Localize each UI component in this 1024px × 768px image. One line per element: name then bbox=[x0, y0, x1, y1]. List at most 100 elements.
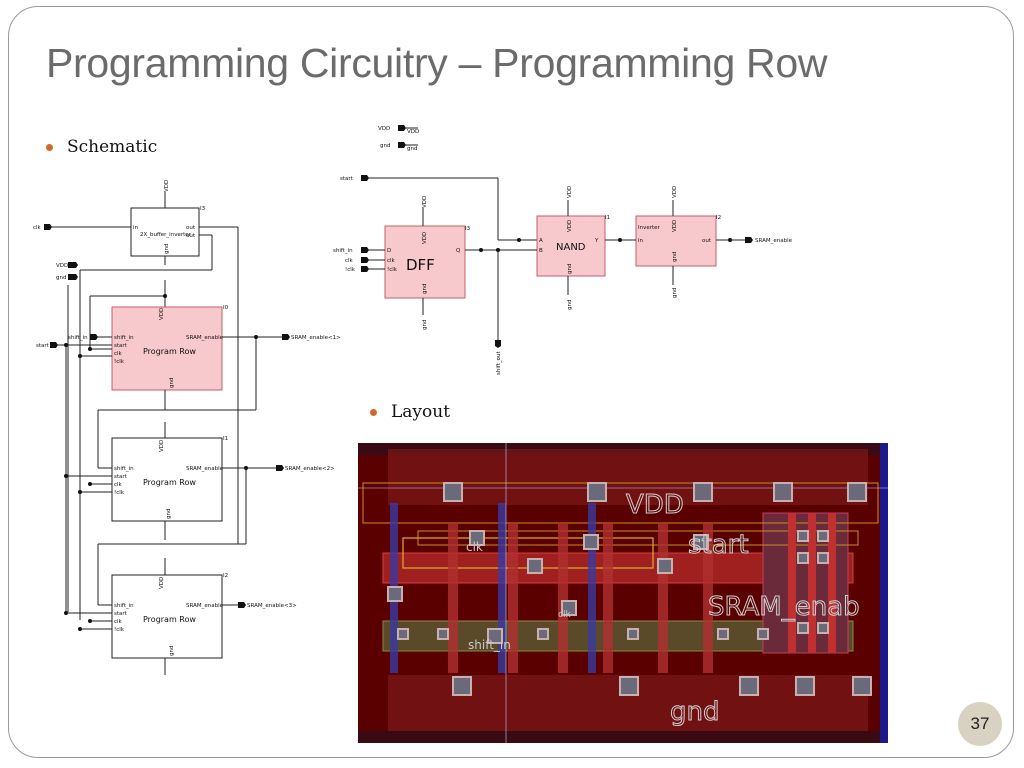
dff-inst: I3 bbox=[465, 226, 471, 232]
nand-block bbox=[536, 215, 606, 277]
start-pin-label: start bbox=[36, 343, 50, 349]
row1-port-shift-in: shift_in bbox=[114, 335, 134, 341]
inverter-port-in: in bbox=[638, 238, 644, 244]
sram-enable-output: SRAM_enable bbox=[755, 238, 793, 244]
nand-port-y: Y bbox=[594, 238, 599, 244]
layout-label-start: start bbox=[688, 530, 749, 560]
shift-out-label: shift_out bbox=[496, 351, 502, 375]
buffer-in-port: in bbox=[133, 225, 139, 231]
layout-view: VDD start SRAM_enab gnd clk shift_in clk bbox=[358, 443, 888, 743]
row3-port-shift-in: shift_in bbox=[114, 603, 134, 609]
dff-label: DFF bbox=[406, 256, 435, 274]
gnd-supply-label: gnd bbox=[380, 143, 390, 149]
buffer-out-port: out bbox=[186, 225, 196, 231]
row1-inst: I0 bbox=[223, 305, 229, 311]
bullet-schematic: Schematic bbox=[46, 137, 157, 157]
inverter-port-out: out bbox=[702, 238, 712, 244]
inverter-block bbox=[635, 215, 717, 267]
nand-port-a: A bbox=[539, 238, 543, 244]
program-row-block-3 bbox=[111, 574, 223, 659]
dff-vdd-net: VDD bbox=[422, 196, 428, 208]
vdd-supply-label: VDD bbox=[56, 263, 68, 269]
row1-port-clk: clk bbox=[114, 351, 123, 357]
nand-vdd-port: VDD bbox=[567, 220, 573, 232]
program-row-block-1 bbox=[111, 306, 223, 391]
row3-port-start: start bbox=[114, 611, 128, 617]
layout-label-sram: SRAM_enab bbox=[708, 592, 860, 622]
inverter-gnd-port: gnd bbox=[672, 252, 678, 262]
inverter-label: Inverter bbox=[638, 225, 661, 231]
row1-port-start: start bbox=[114, 343, 128, 349]
vdd-supply-label: VDD bbox=[378, 126, 390, 132]
dff-pin-shift-in: shift_in bbox=[333, 248, 353, 254]
bullet-dot bbox=[370, 408, 377, 416]
dff-pin-clk: clk bbox=[345, 258, 354, 264]
row2-name: Program Row bbox=[143, 478, 196, 487]
row3-inst: I2 bbox=[223, 573, 228, 579]
row1-gnd: gnd bbox=[169, 378, 175, 388]
row2-gnd: gnd bbox=[166, 509, 172, 519]
gnd-net-label: gnd bbox=[407, 146, 417, 152]
buffer-outb-port: out bbox=[186, 233, 196, 239]
row2-port-out: SRAM_enable bbox=[186, 466, 224, 472]
buffer-name: 2X_buffer_inverter bbox=[140, 232, 192, 238]
nand-label: NAND bbox=[556, 242, 586, 253]
inverter-vdd-port: VDD bbox=[672, 220, 678, 232]
layout-label-shift-in: shift_in bbox=[468, 638, 511, 652]
dff-port-nclk: !clk bbox=[387, 267, 398, 273]
row3-port-nclk: !clk bbox=[114, 627, 125, 633]
row2-port-clk: clk bbox=[114, 482, 123, 488]
dff-vdd-port: VDD bbox=[422, 232, 428, 244]
dff-pin-nclk: !clk bbox=[345, 267, 356, 273]
buffer-vdd: VDD bbox=[164, 180, 170, 192]
dff-gnd-net: gnd bbox=[422, 320, 428, 330]
row1-port-nclk: !clk bbox=[114, 359, 125, 365]
layout-label-gnd: gnd bbox=[670, 697, 720, 727]
row3-name: Program Row bbox=[143, 615, 196, 624]
nand-port-b: B bbox=[539, 248, 543, 254]
layout-label-clk: clk bbox=[466, 540, 483, 554]
buffer-inst: I3 bbox=[200, 206, 206, 212]
layout-label-clk2: clk bbox=[558, 610, 571, 620]
nand-gnd-port: gnd bbox=[567, 264, 573, 274]
nand-gnd-net: gnd bbox=[567, 300, 573, 310]
row2-vdd: VDD bbox=[159, 440, 165, 452]
dff-port-q: Q bbox=[456, 248, 461, 254]
dff-port-clk: clk bbox=[387, 258, 396, 264]
row1-shift-in-label: shift_in bbox=[68, 335, 88, 341]
inverter-inst: I2 bbox=[716, 215, 721, 221]
row2-port-nclk: !clk bbox=[114, 490, 125, 496]
dff-block bbox=[384, 225, 466, 299]
row1-name: Program Row bbox=[143, 347, 196, 356]
row3-port-clk: clk bbox=[114, 619, 123, 625]
bullet-label: Layout bbox=[391, 402, 451, 422]
buffer-gnd: gnd bbox=[164, 244, 170, 254]
bullet-dot bbox=[46, 143, 53, 151]
dff-gnd-port: gnd bbox=[422, 284, 428, 294]
row3-port-out: SRAM_enable bbox=[186, 603, 224, 609]
inverter-gnd-net: gnd bbox=[672, 288, 678, 298]
gnd-supply-label: gnd bbox=[56, 275, 66, 281]
row3-gnd: gnd bbox=[169, 646, 175, 656]
nand-inst: I1 bbox=[605, 215, 610, 221]
buffer-block bbox=[130, 207, 200, 257]
nand-vdd-net: VDD bbox=[567, 186, 573, 198]
row2-port-start: start bbox=[114, 474, 128, 480]
row1-output-label: SRAM_enable<1> bbox=[291, 335, 341, 341]
bullet-layout: Layout bbox=[370, 402, 450, 422]
slide-title: Programming Circuitry – Programming Row bbox=[46, 40, 828, 86]
dff-port-d: D bbox=[387, 248, 391, 254]
row2-output-label: SRAM_enable<2> bbox=[285, 466, 335, 472]
layout-label-vdd: VDD bbox=[626, 490, 684, 520]
row3-vdd: VDD bbox=[159, 577, 165, 589]
slide-number-badge: 37 bbox=[958, 702, 1002, 746]
vdd-net-label: VDD bbox=[407, 129, 419, 135]
row2-port-shift-in: shift_in bbox=[114, 466, 134, 472]
clk-pin-label: clk bbox=[33, 225, 42, 231]
row1-vdd: VDD bbox=[159, 308, 165, 320]
row3-output-label: SRAM_enable<3> bbox=[247, 603, 297, 609]
start-pin-label: start bbox=[340, 176, 354, 182]
row1-port-out: SRAM_enable bbox=[186, 335, 224, 341]
